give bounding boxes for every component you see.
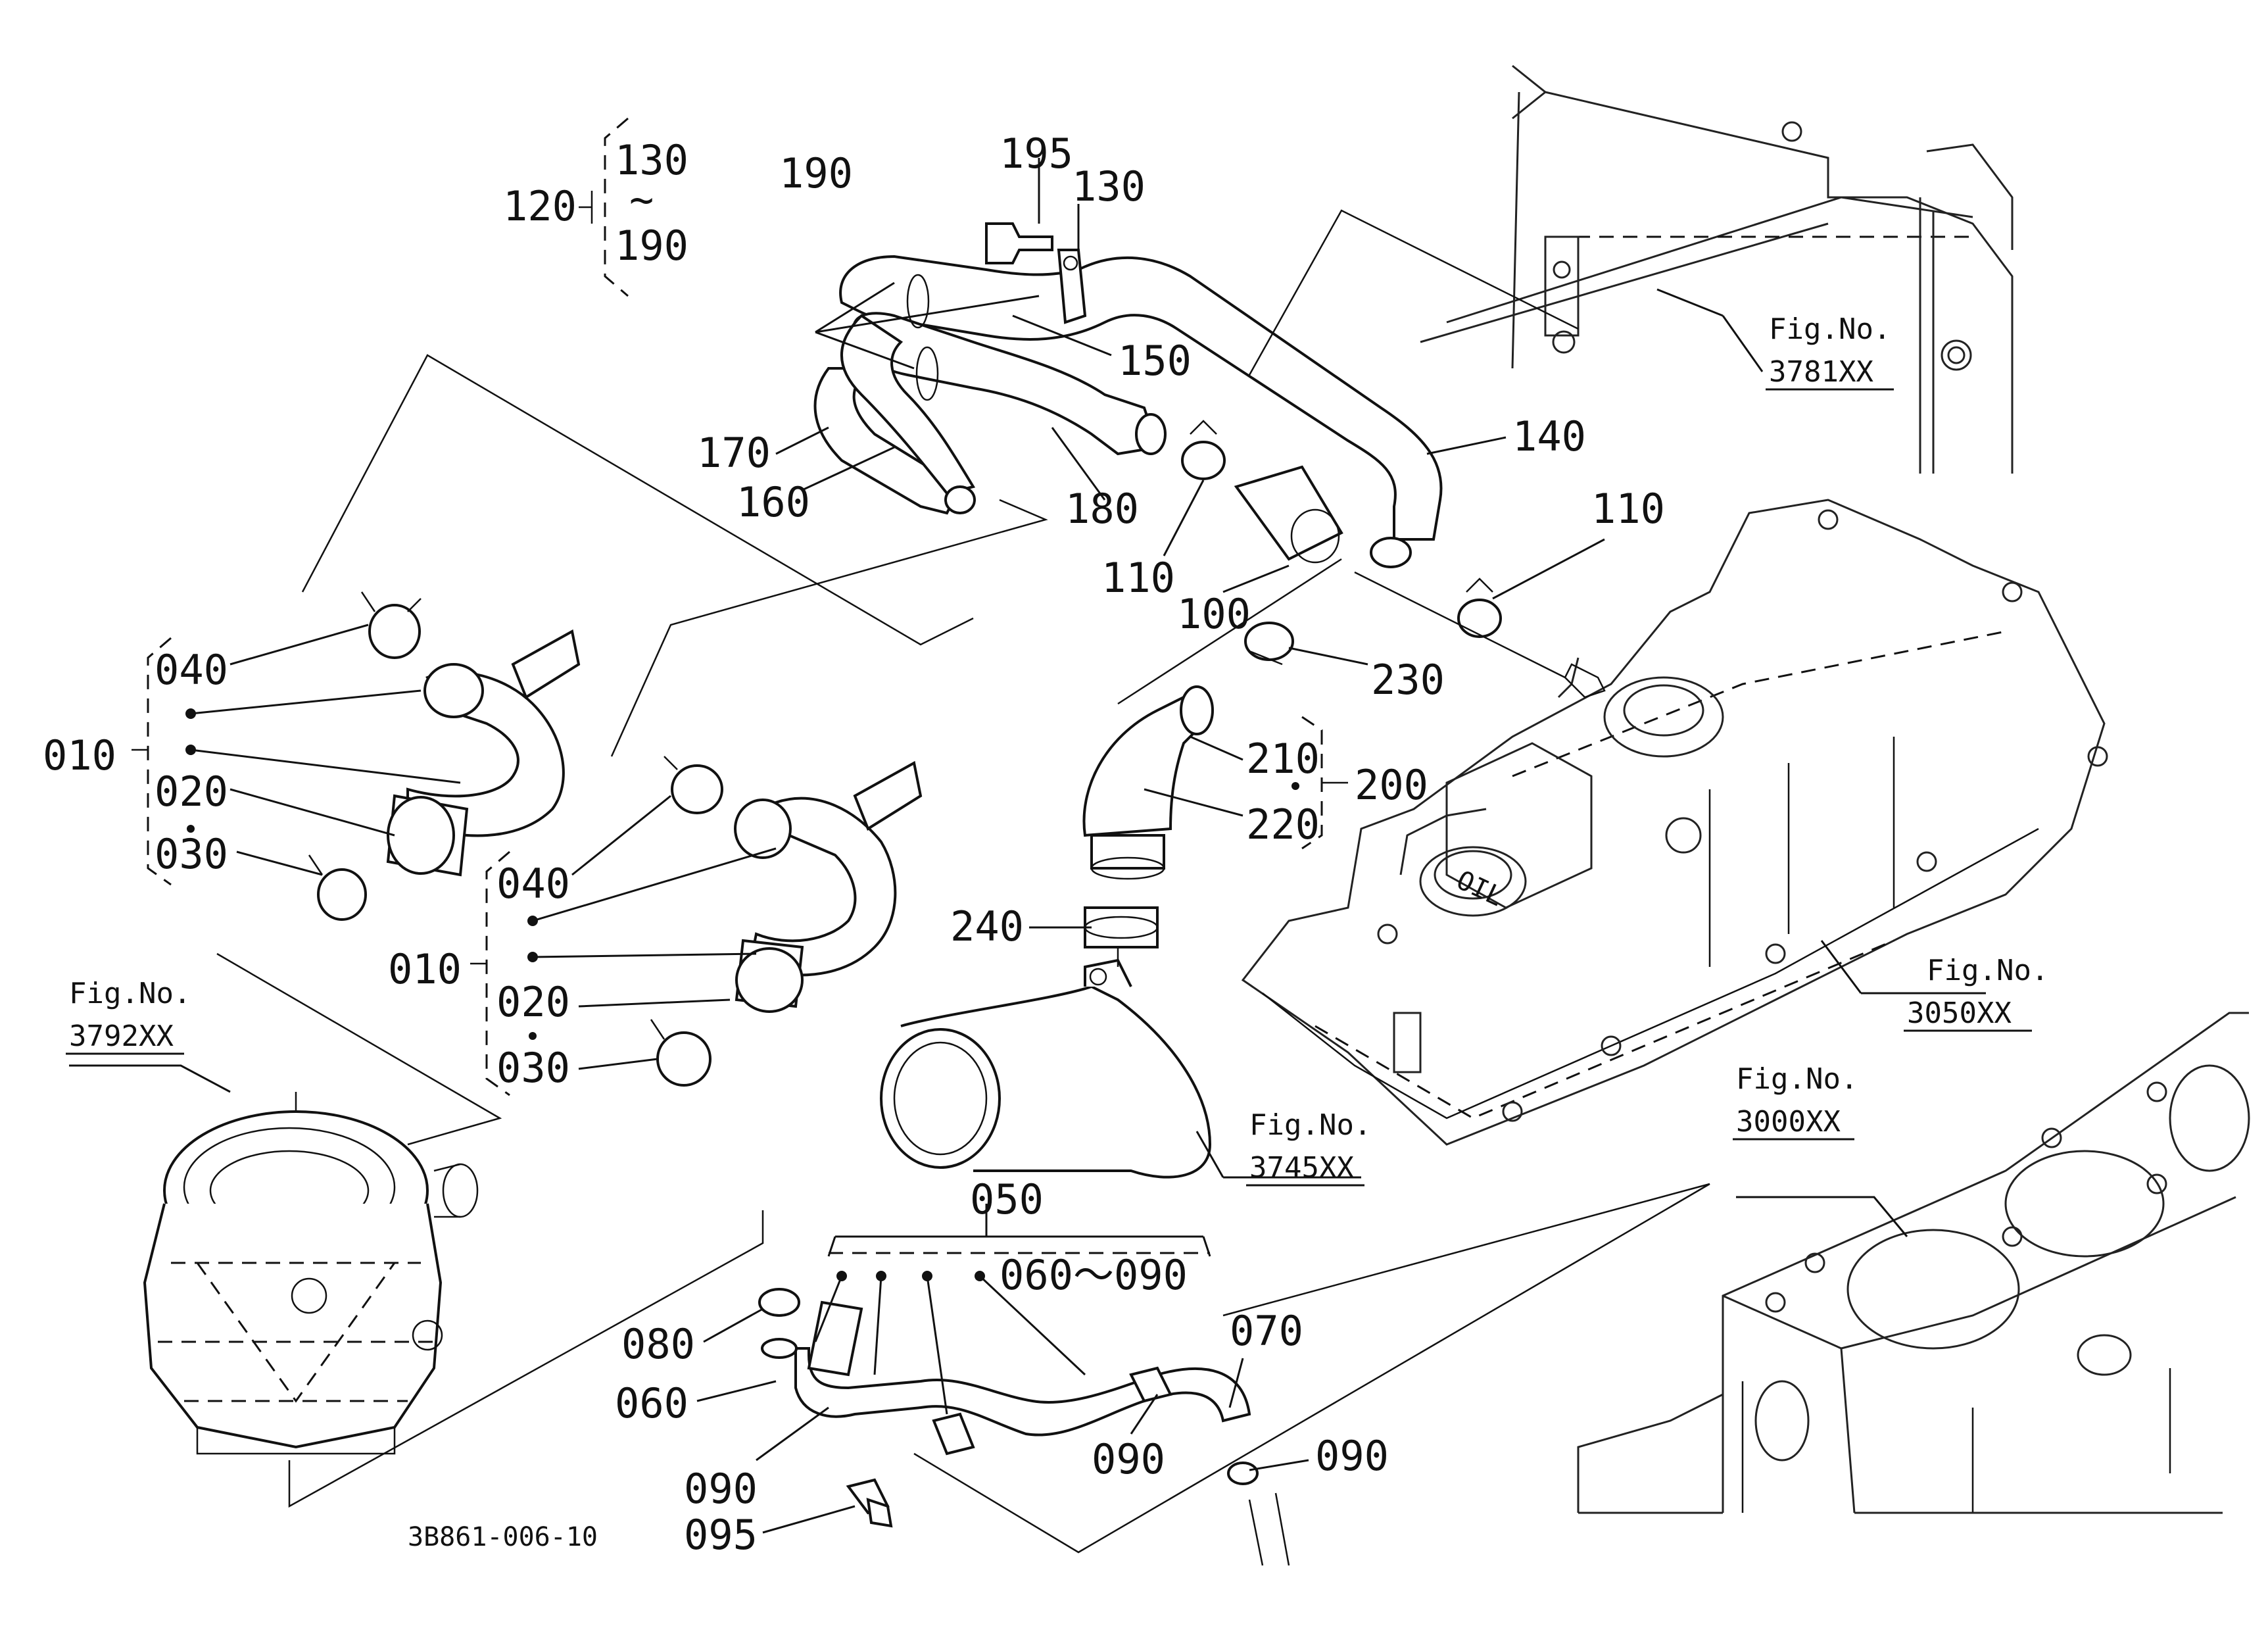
clamp-030-a [308,854,367,921]
callout-range-tilde: ~ [629,176,654,224]
clamp-110-b [1457,578,1502,638]
port-fitting [1564,663,1606,699]
callout-180: 180 [1065,485,1139,533]
callout-070: 070 [1230,1307,1303,1355]
clamp-230 [1244,622,1294,666]
callout-040-b: 040 [496,860,570,908]
fig-ref-title: Fig.No. [69,977,191,1010]
clamp-030-b [650,1019,712,1087]
callout-090-middle: 090 [1092,1435,1165,1483]
fig-ref-title: Fig.No. [1769,312,1891,346]
fig-ref-number: 3000XX [1736,1105,1841,1139]
callout-110-left: 110 [1101,554,1175,602]
callout-160: 160 [736,478,810,526]
fig-ref-title: Fig.No. [1736,1062,1858,1096]
elbow-hose-210 [1082,685,1214,880]
group-dots [185,708,1299,1281]
bolt-095 [846,1478,893,1528]
fig-ref-3781: Fig.No. 3781XX [1766,312,1894,391]
cylinder-block-drawing [1577,1012,2250,1514]
connector-3745-drawing [880,958,1212,1179]
frame-bracket-drawing [1420,64,2014,474]
callout-020-b: 020 [496,978,570,1026]
clamp-040-a [360,591,422,659]
hose-set-010-b [734,760,923,1013]
pipe-assembly-120 [813,222,1443,568]
callout-labels: 120 130 ~ 190 190 195 130 150 170 160 18… [43,130,1665,1559]
fig-ref-number: 3050XX [1907,996,2012,1030]
fig-ref-number: 3781XX [1769,355,1873,389]
fig-ref-3745: Fig.No. 3745XX [1246,1108,1371,1187]
callout-050: 050 [970,1175,1044,1223]
callout-200: 200 [1355,761,1428,809]
callout-040-a: 040 [155,646,228,694]
fig-ref-number: 3792XX [69,1020,174,1053]
hose-100 [1234,465,1343,564]
rocker-cover-drawing: OIL [1241,499,2108,1146]
callout-120: 120 [503,182,577,230]
callout-130: 130 [1072,162,1146,210]
leader-lines [69,158,1986,1534]
fig-ref-title: Fig.No. [1927,954,2048,987]
callout-100: 100 [1177,590,1251,638]
callout-170: 170 [697,429,771,477]
callout-060: 060 [615,1379,688,1427]
figure-references: Fig.No. 3781XX Fig.No. 3050XX Fig.No. 37… [66,312,2048,1187]
fig-ref-3000: Fig.No. 3000XX [1733,1062,1858,1141]
callout-030-a: 030 [155,830,228,878]
callout-140: 140 [1512,412,1586,460]
fig-ref-3792: Fig.No. 3792XX [66,977,191,1055]
callout-010-b: 010 [388,945,462,993]
callout-030-b: 030 [496,1044,570,1092]
callout-220: 220 [1246,800,1320,848]
group-brackets [132,117,1348,1254]
callout-150: 150 [1118,337,1192,385]
clamp-040-b [664,756,723,814]
callout-190: 190 [779,149,853,197]
callout-020-a: 020 [155,768,228,816]
callout-190-range-end: 190 [615,222,688,270]
callout-240: 240 [950,902,1024,950]
fig-ref-number: 3745XX [1249,1151,1354,1185]
callout-230: 230 [1371,656,1445,704]
callout-090-left: 090 [684,1465,758,1513]
callout-090-right: 090 [1315,1432,1389,1480]
callout-080: 080 [621,1320,695,1368]
callout-095: 095 [684,1511,758,1559]
housing-3792-drawing [143,1092,479,1455]
callout-010-a: 010 [43,731,116,779]
callout-130-range-start: 130 [615,136,688,184]
clamp-240 [1084,906,1159,948]
drawing-code: 3B861-006-10 [408,1522,598,1552]
callout-060-090: 060～090 [1000,1251,1188,1299]
hose-set-010-a [386,629,581,877]
callout-110-right: 110 [1591,485,1665,533]
hose-set-050 [761,1300,1290,1566]
clamp-080 [758,1288,800,1317]
clamp-110-a [1181,420,1226,480]
svg-text:OIL: OIL [1452,865,1508,912]
phantom-lines [216,209,1710,1554]
fig-ref-title: Fig.No. [1249,1108,1371,1142]
callout-210: 210 [1246,735,1320,783]
fig-ref-3050: Fig.No. 3050XX [1904,954,2048,1032]
callout-195: 195 [1000,130,1073,178]
